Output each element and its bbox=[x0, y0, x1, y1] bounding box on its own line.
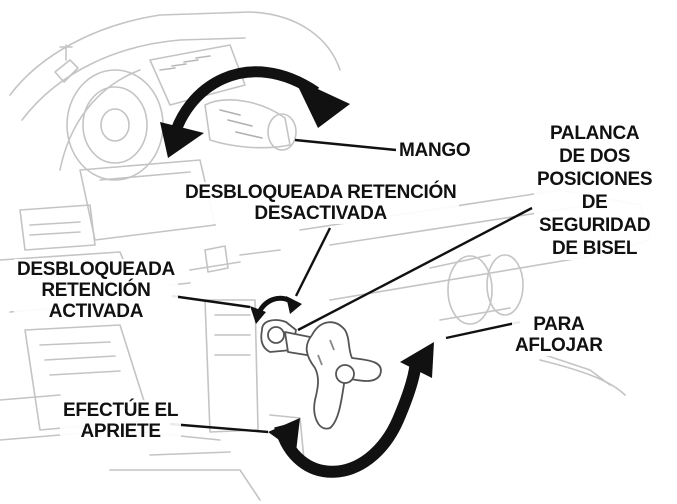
bevel-knob-assembly bbox=[260, 319, 382, 430]
retention-arc-arrow bbox=[250, 295, 302, 324]
label-palanca-line-4: DE bbox=[581, 192, 608, 213]
label-desbloqueada-desactivada: DESBLOQUEADA RETENCIÓN DESACTIVADA bbox=[182, 182, 460, 224]
label-activada-line-2: RETENCIÓN bbox=[41, 280, 151, 301]
leader-lines bbox=[169, 138, 533, 434]
leader-aflojar bbox=[445, 320, 521, 340]
handle-rotation-arrow bbox=[160, 66, 350, 158]
label-desbloqueada-activada: DESBLOQUEADA RETENCIÓN ACTIVADA bbox=[14, 259, 178, 322]
label-mango: MANGO bbox=[396, 140, 474, 161]
leader-apriete bbox=[169, 422, 269, 434]
label-palanca-line-6: DE BISEL bbox=[552, 238, 638, 259]
label-palanca-line-5: SEGURIDAD bbox=[538, 215, 651, 236]
label-aflojar-line-2: AFLOJAR bbox=[515, 335, 603, 356]
label-aflojar-line-1: PARA bbox=[533, 314, 585, 335]
label-apriete-line-2: APRIETE bbox=[80, 421, 161, 442]
label-desactivada-line-2: DESACTIVADA bbox=[254, 203, 387, 224]
loosen-tighten-arrow bbox=[268, 342, 434, 478]
label-para-aflojar: PARA AFLOJAR bbox=[512, 314, 606, 356]
label-mango-text: MANGO bbox=[399, 140, 471, 161]
label-desactivada-line-1: DESBLOQUEADA RETENCIÓN bbox=[185, 182, 457, 203]
leader-mango bbox=[294, 138, 397, 152]
label-palanca-line-3: POSICIONES bbox=[537, 169, 653, 190]
leader-activada bbox=[171, 294, 251, 309]
label-efectue-apriete: EFECTÚE EL APRIETE bbox=[60, 400, 182, 442]
label-palanca-line-1: PALANCA bbox=[549, 123, 640, 144]
leader-desactivada bbox=[294, 227, 332, 297]
label-palanca-line-2: DE DOS bbox=[559, 146, 631, 167]
leader-palanca bbox=[297, 206, 533, 332]
label-palanca: PALANCA DE DOS POSICIONES DE SEGURIDAD D… bbox=[534, 122, 656, 260]
label-activada-line-3: ACTIVADA bbox=[48, 301, 144, 322]
label-activada-line-1: DESBLOQUEADA bbox=[17, 259, 175, 280]
label-apriete-line-1: EFECTÚE EL bbox=[63, 400, 179, 421]
